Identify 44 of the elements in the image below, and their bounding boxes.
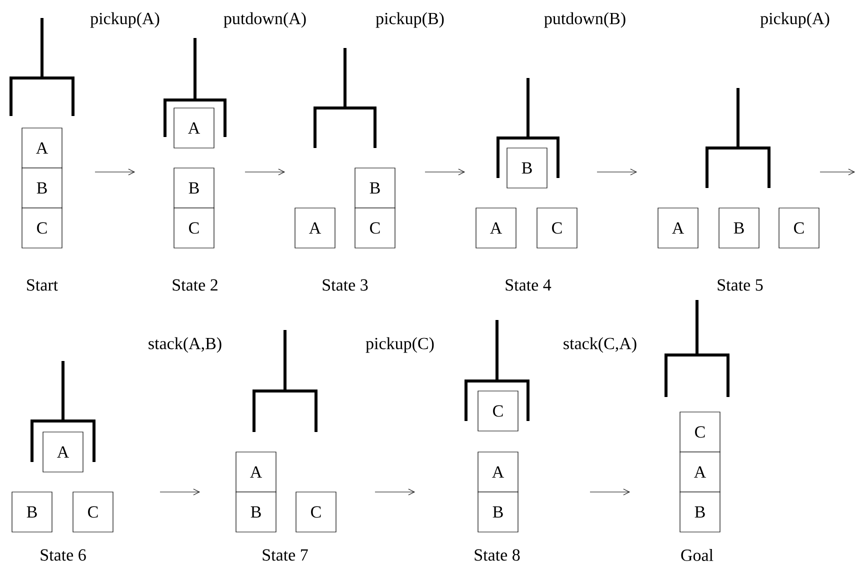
block-box: B xyxy=(506,148,548,188)
block-box: B xyxy=(236,492,276,532)
block-box: C xyxy=(778,208,820,248)
block-box: C xyxy=(680,412,720,452)
block-box: C xyxy=(296,492,336,532)
state-caption: Goal xyxy=(681,549,714,561)
block-box: A xyxy=(294,208,336,248)
state-caption: State 6 xyxy=(40,549,86,561)
block-box: A xyxy=(478,452,518,492)
block-box: A xyxy=(680,452,720,492)
operator-label: putdown(A) xyxy=(224,12,306,28)
block-box: B xyxy=(12,492,52,532)
block-box: C xyxy=(354,208,396,248)
block-box: C xyxy=(72,492,114,532)
block-box: B xyxy=(22,168,62,208)
operator-label: pickup(A) xyxy=(90,12,160,28)
operator-label: pickup(A) xyxy=(760,12,830,28)
state-caption: State 5 xyxy=(718,279,763,291)
operator-label: stack(C,A) xyxy=(564,337,636,353)
state-caption: State 7 xyxy=(262,549,308,561)
block-box: C xyxy=(22,208,62,248)
block-box: C xyxy=(478,390,518,432)
block-box: A xyxy=(22,128,62,168)
block-box: B xyxy=(174,168,214,208)
block-box: A xyxy=(42,432,84,472)
state-caption: State 8 xyxy=(474,549,520,561)
state-caption: State 2 xyxy=(172,279,218,291)
operator-label: pickup(B) xyxy=(376,12,444,28)
block-box: C xyxy=(174,208,214,248)
block-box: A xyxy=(174,108,214,148)
block-box: B xyxy=(478,492,518,532)
block-box: A xyxy=(658,208,698,248)
block-box: C xyxy=(536,208,578,248)
operator-label: putdown(B) xyxy=(544,12,626,28)
state-caption: State 3 xyxy=(322,279,368,291)
state-caption: State 4 xyxy=(506,279,552,291)
block-box: A xyxy=(476,208,516,248)
operator-label: pickup(C) xyxy=(366,337,434,353)
block-box: B xyxy=(354,168,396,208)
block-box: A xyxy=(236,452,276,492)
block-box: B xyxy=(718,208,760,248)
state-caption: Start xyxy=(27,279,58,291)
operator-label: stack(A,B) xyxy=(148,337,222,353)
block-box: B xyxy=(680,492,720,532)
